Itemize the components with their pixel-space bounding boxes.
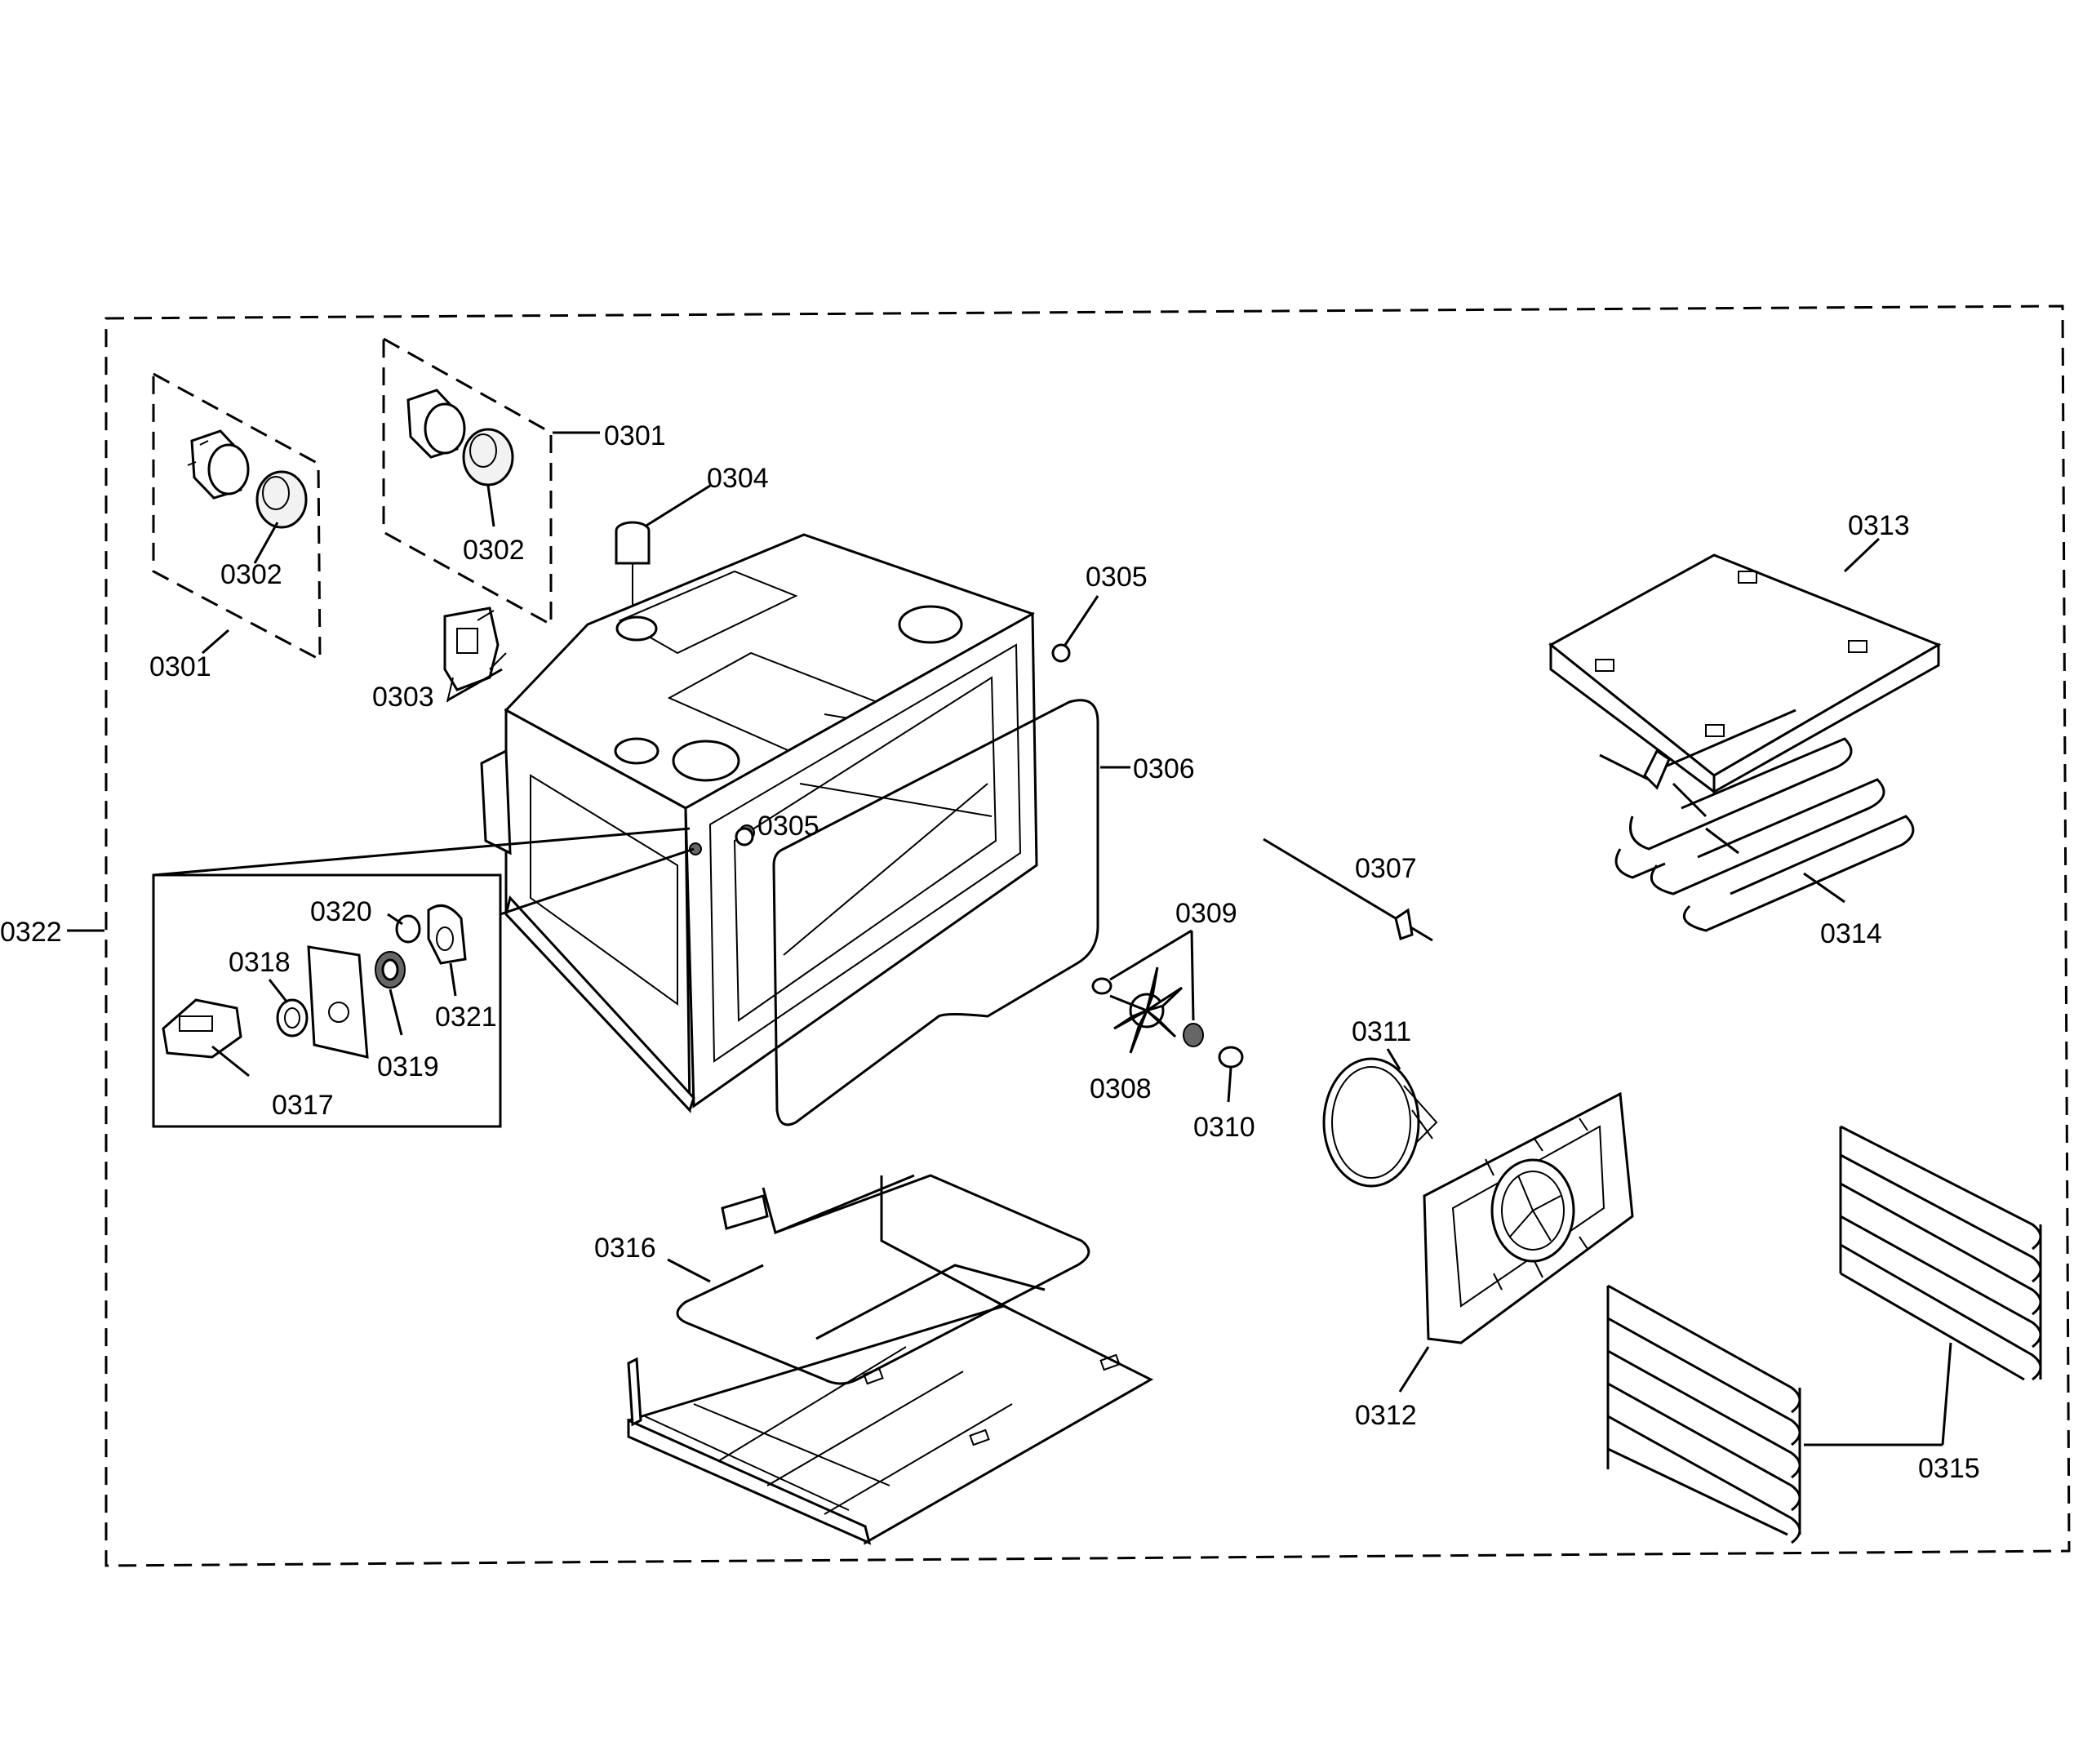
label-0308: 0308: [1090, 1073, 1152, 1104]
part-0314-grill-element: [1599, 709, 1915, 932]
label-0314: 0314: [1820, 918, 1882, 949]
part-0305-grommets: [735, 595, 1099, 846]
part-0315-rack-right: [1839, 1125, 2042, 1446]
label-0302-left: 0302: [220, 559, 282, 590]
label-0313: 0313: [1848, 510, 1910, 541]
label-0312: 0312: [1355, 1400, 1417, 1431]
callout-lamp-holder: [152, 827, 695, 1128]
label-0320: 0320: [310, 896, 372, 927]
part-labels: 0301 0301 0302 0302 0303 0304 0305 0305 …: [0, 420, 1980, 1484]
label-0304: 0304: [707, 463, 769, 494]
assembly-boundary: [104, 304, 2071, 1567]
label-0317: 0317: [272, 1090, 334, 1121]
part-0308-fan-blade: [1091, 929, 1244, 1103]
label-0315: 0315: [1918, 1453, 1980, 1484]
label-0310: 0310: [1193, 1112, 1255, 1143]
part-0311-ring-element: [1322, 1048, 1438, 1188]
label-0319: 0319: [377, 1051, 439, 1082]
label-0311: 0311: [1352, 1016, 1411, 1047]
part-0306-gasket: [772, 699, 1130, 1126]
part-0303-switch: [443, 607, 507, 703]
part-0316-bake-element: [627, 1174, 1154, 1545]
label-0303: 0303: [372, 682, 434, 713]
part-0307-rod: [1263, 838, 1433, 942]
part-0313-top-panel: [1548, 537, 1942, 794]
label-0322: 0322: [0, 917, 62, 948]
label-0321: 0321: [435, 1002, 497, 1033]
part-0312-rear-panel: [1398, 1091, 1634, 1393]
lamp-assembly-right: [382, 336, 600, 627]
label-0318: 0318: [229, 947, 291, 978]
label-0316: 0316: [594, 1233, 656, 1264]
label-0302-right: 0302: [463, 535, 525, 566]
label-0301-right: 0301: [604, 420, 666, 451]
label-0306: 0306: [1133, 753, 1195, 784]
label-0305-front: 0305: [757, 811, 819, 842]
label-0305-top: 0305: [1086, 562, 1148, 593]
part-0315-rack-left: [1606, 1284, 1943, 1544]
label-0307: 0307: [1355, 853, 1417, 884]
part-0304-vent: [615, 484, 711, 616]
label-0309: 0309: [1175, 898, 1237, 929]
lamp-assembly-left: [152, 371, 322, 662]
oven-cavity: [480, 533, 1038, 1113]
label-0301-left: 0301: [149, 651, 211, 682]
